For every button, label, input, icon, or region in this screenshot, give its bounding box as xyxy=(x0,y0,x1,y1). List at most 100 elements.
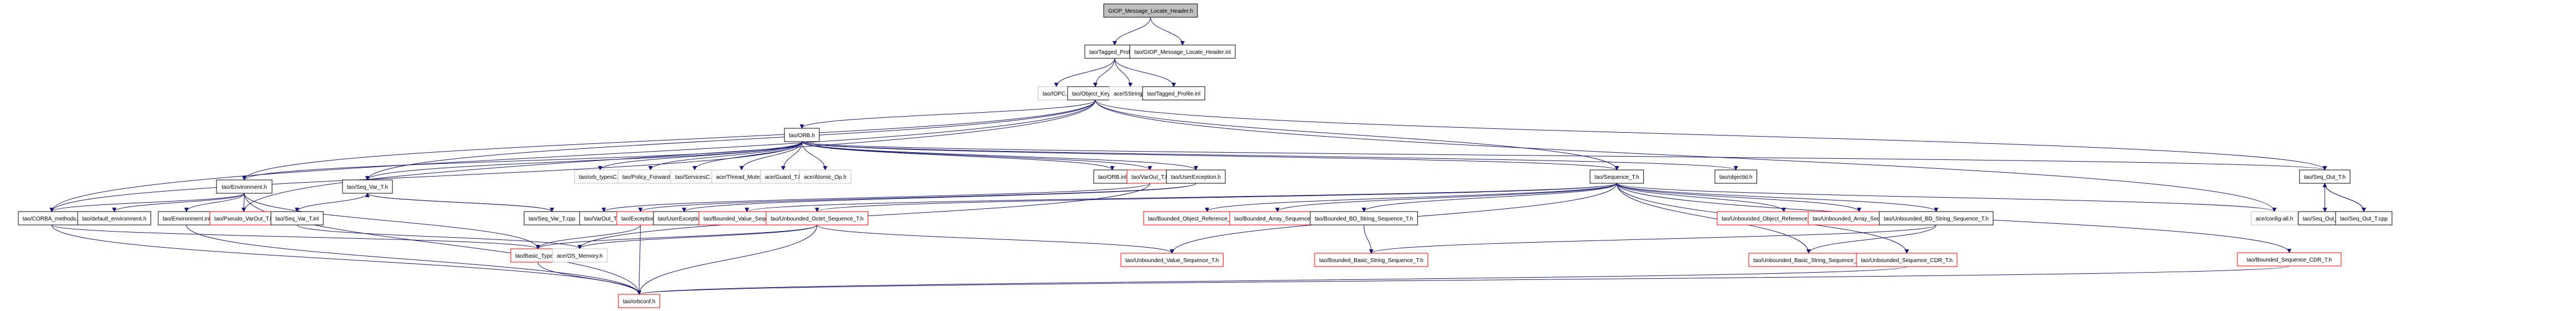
node-box xyxy=(1093,169,1131,184)
node-box xyxy=(1129,44,1236,59)
node-box xyxy=(784,128,820,142)
node-box xyxy=(1589,169,1644,184)
edge-userexception_h-to-exception_h xyxy=(638,183,1196,212)
edge-object_keyc_h-to-sequence_t_h xyxy=(1095,99,1619,170)
node-label: tao/Bounded_Basic_String_Sequence_T.h xyxy=(1319,258,1423,264)
edge-sequence_t_h-to-unbounded_bd_string_seq_h xyxy=(1616,183,1939,212)
edge-orb_h-to-policy_forwardc_h xyxy=(648,141,802,170)
edge-orb_h-to-userexception_h xyxy=(801,141,1198,170)
node-bounded_bd_string_seq_h[interactable]: tao/Bounded_BD_String_Sequence_T.h xyxy=(1310,211,1418,225)
node-label: tao/ORB.h xyxy=(789,133,815,139)
edge-unbounded_seq_cdr_h-to-orbconf_h xyxy=(637,266,1908,295)
edge-corba_methods_h-to-basic_types_h xyxy=(51,224,540,249)
node-label: ace/OS_Memory.h xyxy=(557,253,603,259)
node-box xyxy=(1310,211,1418,225)
node-unbounded_bd_string_seq_h[interactable]: tao/Unbounded_BD_String_Sequence_T.h xyxy=(1879,211,1994,225)
node-label: tao/Object_KeyC.h xyxy=(1072,91,1119,97)
node-seq_var_t_inl[interactable]: tao/Seq_Var_T.inl xyxy=(270,211,324,225)
node-box xyxy=(209,211,278,225)
node-environment_inl[interactable]: tao/Environment.inl xyxy=(158,211,215,225)
node-label: tao/ORB.inl xyxy=(1098,174,1126,180)
node-label: ace/Thread_Mutex.h xyxy=(716,174,767,180)
edge-orb_h-to-sequence_t_h xyxy=(801,141,1619,170)
node-root[interactable]: GIOP_Message_Locate_Header.h xyxy=(1103,3,1198,18)
edge-unbounded_bd_string_seq_h-to-unbounded_basic_string_seq_h xyxy=(1806,224,1937,254)
edge-sequence_t_h-to-unbounded_octet_seq_h xyxy=(815,183,1617,212)
node-objectid_h[interactable]: tao/objectid.h xyxy=(1714,169,1757,184)
edge-object_keyc_h-to-seq_out_t_h xyxy=(1095,99,2327,170)
node-label: tao/Seq_Var_T.h xyxy=(347,184,388,190)
edge-unbounded_octet_seq_h-to-os_memory_h xyxy=(577,224,818,249)
node-seq_out_t_h[interactable]: tao/Seq_Out_T.h xyxy=(2299,169,2351,184)
node-unbounded_octet_seq_h[interactable]: tao/Unbounded_Octet_Sequence_T.h xyxy=(766,211,868,225)
node-label: tao/Bounded_Array_Sequence_T.h xyxy=(1234,216,1321,222)
node-sequence_t_h[interactable]: tao/Sequence_T.h xyxy=(1589,169,1644,184)
node-tagged_profile_inl[interactable]: tao/Tagged_Profile.inl xyxy=(1142,86,1205,101)
node-seq_var_t_cpp[interactable]: tao/Seq_Var_T.cpp xyxy=(524,211,580,225)
edge-tagged_profile_h-to-object_keyc_h xyxy=(1093,58,1115,87)
node-seq_out_t_cpp[interactable]: tao/Seq_Out_T.cpp xyxy=(2335,211,2393,225)
node-box xyxy=(574,169,626,184)
node-orb_h[interactable]: tao/ORB.h xyxy=(784,128,820,142)
node-label: tao/UserException.inl xyxy=(658,216,711,222)
node-box xyxy=(18,211,85,225)
node-label: tao/Seq_Out_T.h xyxy=(2304,174,2346,180)
edge-orb_h-to-corba_methods_h xyxy=(49,141,802,212)
node-label: tao/Unbounded_BD_String_Sequence_T.h xyxy=(1884,216,1989,222)
node-unbounded_value_seq_h[interactable]: tao/Unbounded_Value_Sequence_T.h xyxy=(1120,253,1224,267)
node-varout_t_h[interactable]: tao/VarOut_T.h xyxy=(1126,169,1174,184)
edge-environment_h-to-orbconf_h xyxy=(244,193,642,295)
node-unbounded_seq_cdr_h[interactable]: tao/Unbounded_Sequence_CDR_T.h xyxy=(1856,253,1958,267)
node-label: tao/Unbounded_Basic_String_Sequence_T.h xyxy=(1753,258,1864,264)
node-userexception_h[interactable]: tao/UserException.h xyxy=(1166,169,1226,184)
edge-bounded_seq_cdr_h-to-orbconf_h xyxy=(637,265,2290,295)
node-box xyxy=(1229,211,1326,225)
node-bounded_basic_string_seq_h[interactable]: tao/Bounded_Basic_String_Sequence_T.h xyxy=(1314,253,1428,267)
node-environment_h[interactable]: tao/Environment.h xyxy=(216,179,273,194)
node-box xyxy=(158,211,215,225)
node-os_memory_h: ace/OS_Memory.h xyxy=(552,248,608,263)
node-label: tao/Bounded_BD_String_Sequence_T.h xyxy=(1315,216,1413,222)
node-bounded_array_seq_h[interactable]: tao/Bounded_Array_Sequence_T.h xyxy=(1229,211,1326,225)
edge-orb_h-to-orb_inl xyxy=(801,141,1115,170)
node-label: tao/Unbounded_Octet_Sequence_T.h xyxy=(771,216,863,222)
edge-seq_out_t_cpp-to-seq_out_t_h xyxy=(2322,183,2364,212)
node-label: tao/Unbounded_Object_Reference_Sequence_… xyxy=(1722,216,1846,222)
node-pseudo_varout_t_h[interactable]: tao/Pseudo_VarOut_T.h xyxy=(209,211,278,225)
node-box xyxy=(2335,211,2393,225)
node-bounded_seq_cdr_h[interactable]: tao/Bounded_Sequence_CDR_T.h xyxy=(2237,252,2342,267)
node-orbconf_h[interactable]: tao/orbconf.h xyxy=(618,294,660,308)
node-unbounded_basic_string_seq_h[interactable]: tao/Unbounded_Basic_String_Sequence_T.h xyxy=(1748,253,1869,267)
edge-corba_methods_h-to-orbconf_h xyxy=(51,224,642,295)
edge-orb_h-to-seq_var_t_h xyxy=(365,141,802,180)
node-box xyxy=(1314,253,1428,267)
node-label: tao/Environment.h xyxy=(222,184,266,190)
node-label: tao/Unbounded_Sequence_CDR_T.h xyxy=(1861,258,1953,264)
edge-bounded_bd_string_seq_h-to-bounded_basic_string_seq_h xyxy=(1364,224,1373,254)
node-box xyxy=(2237,252,2342,267)
node-label: tao/Tagged_Profile.h xyxy=(1089,49,1140,56)
edge-root-to-tagged_profile_h xyxy=(1112,17,1151,46)
node-label: tao/Pseudo_VarOut_T.h xyxy=(214,216,273,222)
node-label: tao/orbconf.h xyxy=(623,299,655,305)
node-servicesc_h: tao/ServicesC.h xyxy=(670,169,720,184)
node-giop_locate_inl[interactable]: tao/GIOP_Message_Locate_Header.inl xyxy=(1129,44,1236,59)
edge-object_keyc_h-to-seq_var_t_h xyxy=(365,99,1096,180)
node-box xyxy=(1120,253,1224,267)
edge-sequence_t_h-to-config_all_h xyxy=(1616,183,2277,212)
edge-object_keyc_h-to-config_all_h xyxy=(1095,99,2277,212)
node-orb_inl[interactable]: tao/ORB.inl xyxy=(1093,169,1131,184)
edge-environment_inl-to-orbconf_h xyxy=(186,224,642,295)
node-seq_var_t_h[interactable]: tao/Seq_Var_T.h xyxy=(342,179,393,194)
node-label: tao/Seq_Var_T.cpp xyxy=(529,216,576,222)
node-label: ace/Atomic_Op.h xyxy=(804,174,847,180)
node-box xyxy=(1166,169,1226,184)
node-corba_methods_h[interactable]: tao/CORBA_methods.h xyxy=(18,211,85,225)
node-box xyxy=(1103,3,1198,18)
node-label: tao/Bounded_Sequence_CDR_T.h xyxy=(2247,257,2332,263)
node-label: tao/Policy_ForwardC.h xyxy=(622,174,678,180)
edge-environment_h-to-default_environment_h xyxy=(112,193,245,212)
node-default_environment_h[interactable]: tao/default_environment.h xyxy=(77,211,152,225)
node-box xyxy=(1126,169,1174,184)
edge-sequence_t_h-to-unbounded_basic_string_seq_h xyxy=(1616,183,1811,254)
